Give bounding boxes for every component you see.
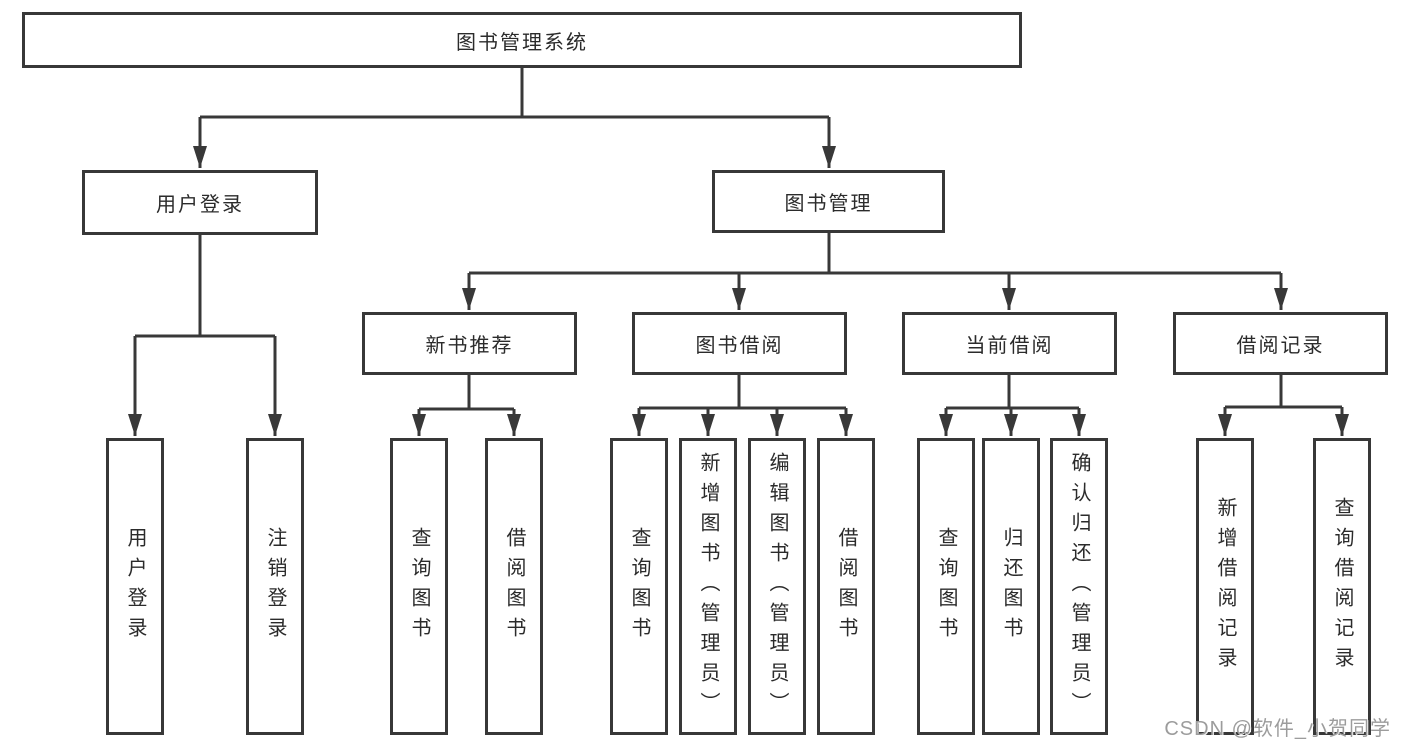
leaf-cb-confirm-return-label: 确认归还（管理员） [1068,451,1090,722]
leaf-cb-query-books-label: 查询图书 [935,526,957,647]
node-new-book-recommend-label: 新书推荐 [425,335,514,357]
leaf-bb-borrow-books: 借阅图书 [817,438,875,735]
leaf-nb-query-books-label: 查询图书 [408,526,430,647]
node-current-borrow: 当前借阅 [902,312,1117,375]
leaf-cb-confirm-return: 确认归还（管理员） [1050,438,1108,735]
node-borrow-records: 借阅记录 [1173,312,1388,375]
leaf-nb-query-books: 查询图书 [390,438,448,735]
node-new-book-recommend: 新书推荐 [362,312,577,375]
node-current-borrow-label: 当前借阅 [965,335,1054,357]
leaf-cb-return-books-label: 归还图书 [1000,526,1022,647]
node-root: 图书管理系统 [22,12,1022,68]
node-root-label: 图书管理系统 [456,31,588,54]
node-user-login: 用户登录 [82,170,318,235]
leaf-br-query-record: 查询借阅记录 [1313,438,1371,735]
leaf-logout: 注销登录 [246,438,304,735]
leaf-nb-borrow-books: 借阅图书 [485,438,543,735]
leaf-bb-add-books: 新增图书（管理员） [679,438,737,735]
leaf-user-login: 用户登录 [106,438,164,735]
leaf-br-add-record: 新增借阅记录 [1196,438,1254,735]
leaf-br-add-record-label: 新增借阅记录 [1214,496,1236,677]
leaf-user-login-label: 用户登录 [124,526,146,647]
leaf-bb-edit-books-label: 编辑图书（管理员） [766,451,788,722]
watermark: CSDN @软件_小贺同学 [1164,718,1391,740]
node-borrow-records-label: 借阅记录 [1236,335,1325,357]
node-book-management: 图书管理 [712,170,945,233]
leaf-bb-query-books: 查询图书 [610,438,668,735]
node-book-borrow-label: 图书借阅 [695,335,784,357]
leaf-bb-add-books-label: 新增图书（管理员） [697,451,719,722]
leaf-cb-return-books: 归还图书 [982,438,1040,735]
leaf-bb-edit-books: 编辑图书（管理员） [748,438,806,735]
leaf-cb-query-books: 查询图书 [917,438,975,735]
leaf-br-query-record-label: 查询借阅记录 [1331,496,1353,677]
leaf-bb-borrow-books-label: 借阅图书 [835,526,857,647]
node-book-management-label: 图书管理 [784,193,873,215]
node-user-login-label: 用户登录 [156,194,244,216]
leaf-nb-borrow-books-label: 借阅图书 [503,526,525,647]
leaf-bb-query-books-label: 查询图书 [628,526,650,647]
leaf-logout-label: 注销登录 [264,526,286,647]
node-book-borrow: 图书借阅 [632,312,847,375]
